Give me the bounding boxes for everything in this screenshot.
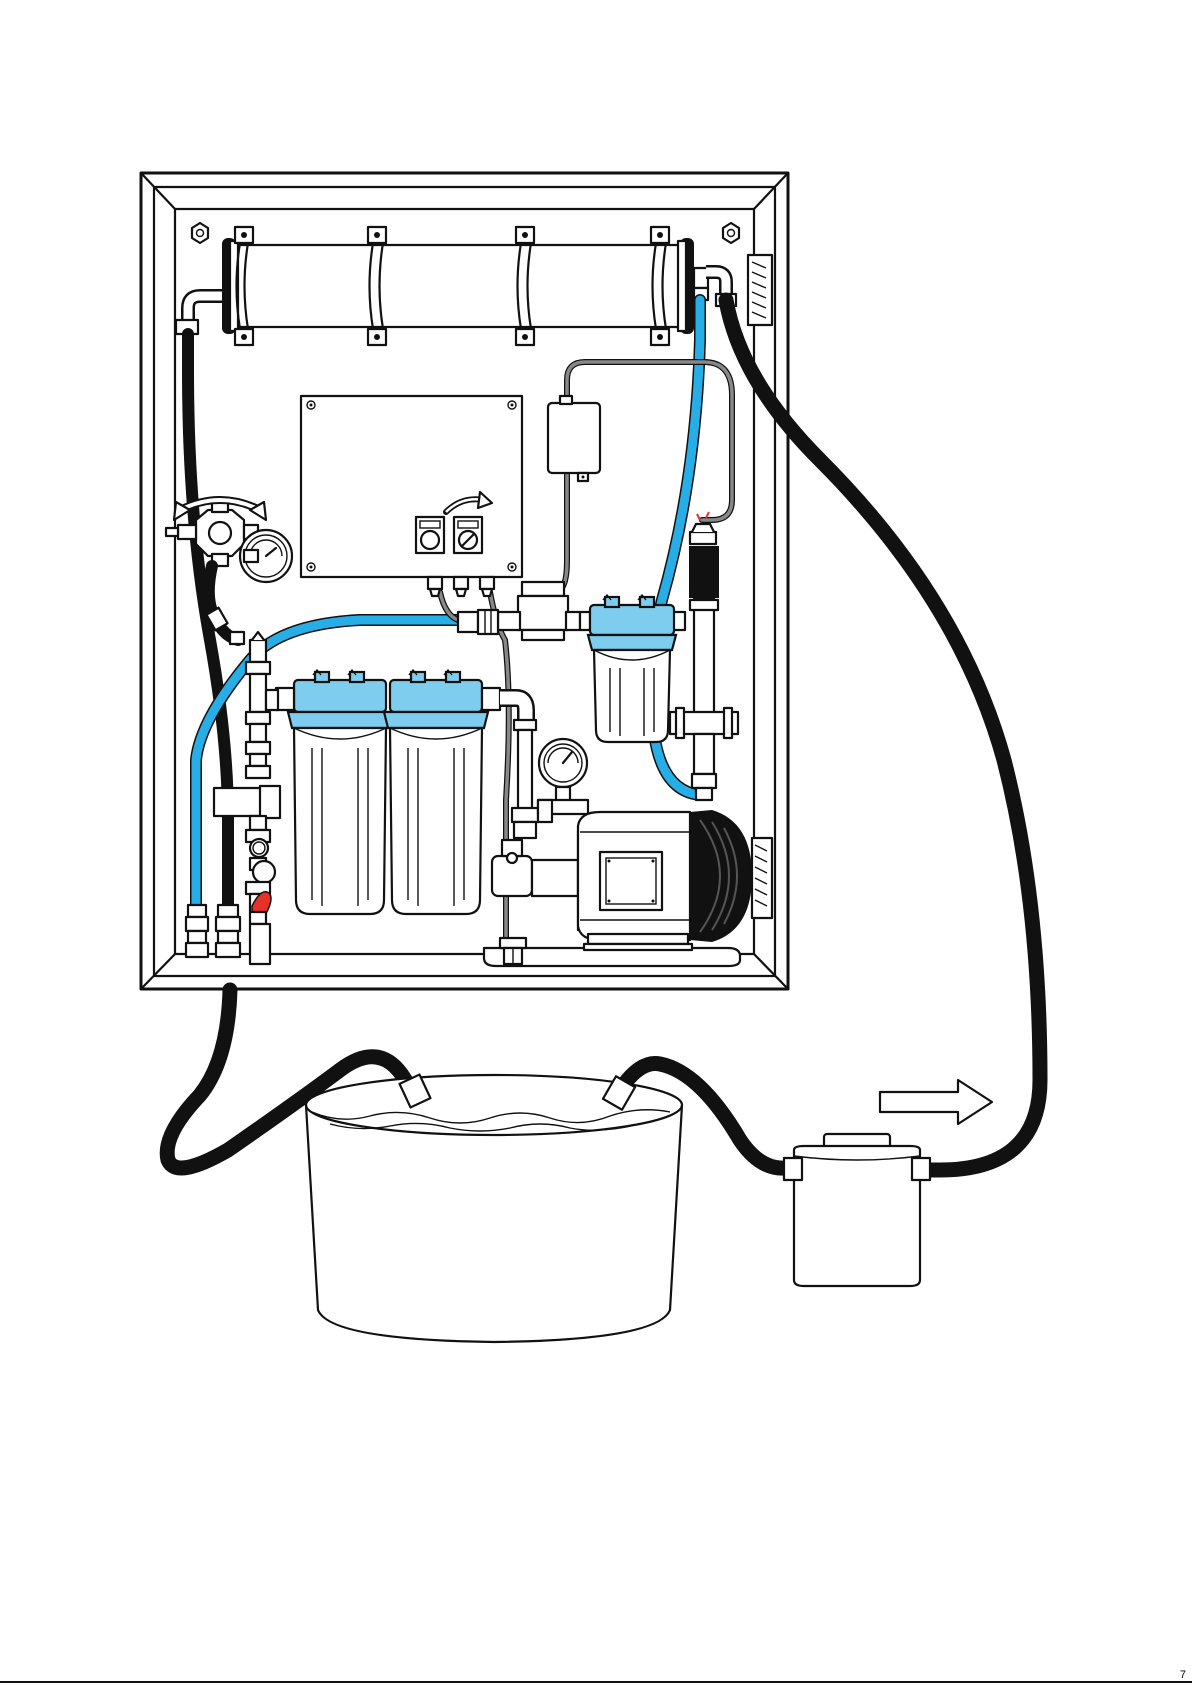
- feed-tank: [306, 1075, 682, 1342]
- right-arrow-icon: [880, 1080, 992, 1124]
- power-switch[interactable]: [416, 517, 444, 553]
- filter-housing: [384, 670, 488, 914]
- filter-housing: [580, 595, 685, 742]
- mode-switch[interactable]: [454, 517, 482, 553]
- power-supply: [548, 396, 600, 481]
- pressure-gauge: [538, 739, 588, 822]
- inline-valve: [458, 610, 498, 634]
- vent-grille: [748, 255, 772, 325]
- vent-grille: [752, 838, 772, 918]
- supply-hose: [167, 990, 412, 1168]
- corner-bolt-icon: [723, 223, 739, 243]
- post-filter-cartridge: [784, 1134, 930, 1286]
- pressure-gauge: [240, 530, 292, 582]
- control-box: [301, 396, 522, 596]
- filter-housing: [288, 670, 392, 914]
- corner-bolt-icon: [192, 223, 208, 243]
- page-number: 7: [1180, 1669, 1186, 1681]
- membrane-vessel: [176, 227, 736, 345]
- pressure-switch: [500, 938, 526, 964]
